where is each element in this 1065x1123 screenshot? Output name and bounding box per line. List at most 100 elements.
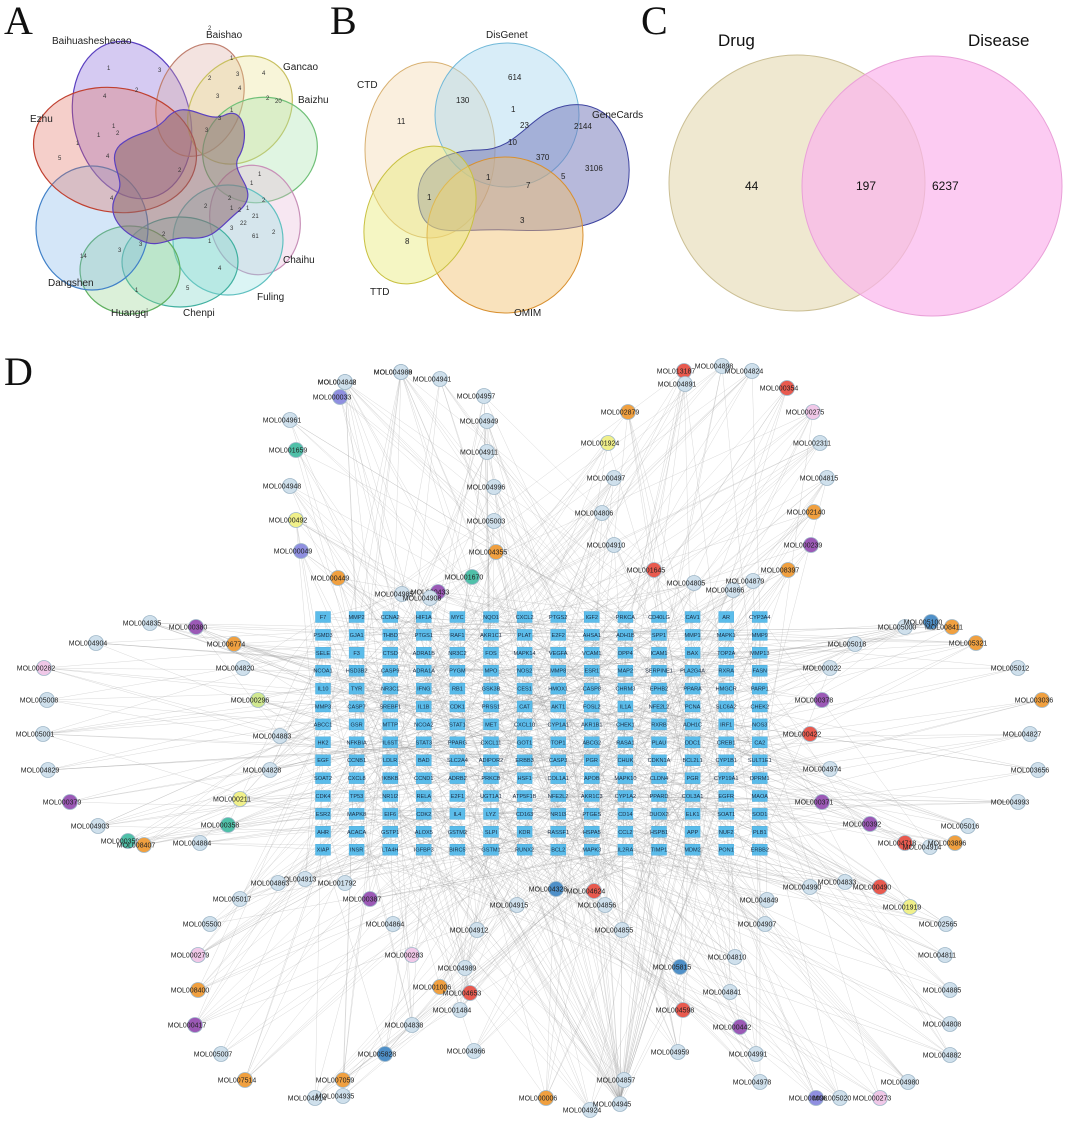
molecule-node-circle — [226, 636, 242, 652]
molecule-node-circle — [814, 692, 830, 708]
gene-node-box — [617, 700, 634, 713]
network-edge — [390, 849, 741, 1028]
network-edge — [390, 442, 609, 707]
gene-node-box — [718, 647, 734, 659]
gene-node-box — [483, 808, 499, 820]
network-edge — [199, 777, 693, 844]
network-edge — [344, 381, 391, 779]
gene-label: RAF1 — [450, 633, 464, 639]
gene-node: PCNA — [685, 700, 701, 713]
gene-node-box — [382, 665, 398, 677]
gene-label: IGF2 — [586, 615, 598, 621]
network-edge — [242, 667, 492, 725]
network-edge — [621, 670, 727, 931]
molecule-label: MOL005020 — [813, 1096, 852, 1103]
molecule-node: MOL004980 — [881, 1074, 919, 1090]
gene-node-box — [752, 700, 768, 713]
molecule-node: MOL004824 — [725, 363, 763, 379]
molecule-label: MOL002311 — [793, 441, 831, 448]
molecule-node-circle — [832, 1090, 848, 1106]
gene-node: INSR — [348, 844, 365, 856]
network-edge — [42, 706, 391, 735]
molecule-node-circle — [466, 1043, 482, 1059]
gene-node-box — [449, 700, 466, 713]
venn-b-count: 2144 — [574, 122, 592, 131]
network-edge — [558, 724, 621, 1101]
gene-label: PLAT — [518, 633, 532, 639]
venn-a-count: 2 — [178, 168, 182, 174]
gene-node-box — [718, 611, 734, 623]
network-edge — [439, 378, 626, 618]
network-edge — [490, 670, 969, 827]
gene-label: RXRA — [718, 669, 734, 675]
molecule-node-circle — [594, 505, 610, 521]
molecule-label: MOL004991 — [729, 1052, 768, 1059]
gene-label: PRKCB — [481, 776, 501, 782]
molecule-node: MOL005017 — [213, 891, 251, 907]
gene-node-box — [617, 647, 634, 659]
molecule-label: MOL004910 — [587, 543, 626, 550]
molecule-node-circle — [486, 513, 502, 529]
venn-a-count: 2 — [135, 88, 139, 94]
gene-label: GSTP1 — [381, 830, 399, 836]
network-edge — [726, 688, 811, 888]
molecule-label: MOL005001 — [16, 732, 55, 739]
gene-label: CXCL8 — [348, 776, 366, 782]
gene-node-box — [416, 700, 432, 713]
gene-label: DPP4 — [618, 651, 633, 657]
network-edge — [279, 616, 391, 737]
molecule-label: MOL004848 — [318, 380, 357, 387]
gene-node: PLAT — [516, 629, 533, 641]
gene-node-box — [315, 682, 331, 695]
molecule-node: MOL005020 — [813, 1090, 852, 1106]
gene-label: RELA — [416, 794, 431, 800]
gene-label: ABCC1 — [314, 722, 333, 728]
gene-node-box — [550, 790, 566, 802]
network-edge — [390, 777, 684, 1011]
molecule-node-circle — [812, 435, 828, 451]
gene-node: CA2 — [752, 736, 768, 748]
molecule-node: MOL004913 — [278, 871, 316, 887]
gene-node: MAPK8 — [347, 808, 366, 820]
molecule-node: MOL000379 — [43, 794, 81, 810]
gene-node: PLAU — [651, 736, 667, 748]
network-edge — [459, 634, 760, 1011]
gene-label: ATP5F1B — [513, 794, 537, 800]
gene-node: UGT1A1 — [480, 790, 502, 802]
network-edge — [558, 512, 603, 671]
network-edge — [356, 365, 723, 636]
network-edge — [411, 849, 592, 1026]
gene-node-box — [416, 826, 432, 838]
gene-label: NCOA1 — [313, 669, 332, 675]
gene-node: SOD1 — [752, 808, 768, 820]
network-edge — [342, 688, 391, 1081]
molecule-node-circle — [732, 1019, 748, 1035]
network-edge — [759, 411, 814, 797]
network-edge — [457, 616, 1019, 669]
gene-node: CCNB1 — [347, 754, 366, 766]
gene-node-box — [315, 718, 331, 731]
network-edge — [220, 742, 357, 1055]
network-edge — [244, 795, 559, 1081]
molecule-node: MOL000006 — [519, 1090, 557, 1106]
molecule-node: MOL004855 — [595, 922, 633, 938]
molecule-node: MOL004996 — [467, 479, 505, 495]
gene-node: SLC6A2 — [716, 700, 737, 713]
gene-node: PTGS1 — [415, 629, 433, 641]
molecule-node: MOL005321 — [949, 635, 987, 651]
gene-node: IRF1 — [718, 718, 734, 731]
molecule-node-circle — [90, 818, 106, 834]
network-edge — [490, 849, 846, 883]
network-edge — [344, 381, 760, 671]
gene-node: THBD — [382, 629, 398, 641]
molecule-node: MOL004957 — [457, 388, 495, 404]
gene-node-box — [550, 700, 566, 713]
molecule-label: MOL000296 — [231, 698, 270, 705]
network-edge — [95, 642, 727, 689]
molecule-node: MOL000239 — [784, 537, 822, 553]
gene-node-box — [718, 718, 734, 731]
gene-label: EGF — [317, 758, 329, 764]
gene-node-box — [752, 826, 768, 838]
molecule-node-circle — [190, 982, 206, 998]
gene-label: MMP3 — [315, 705, 331, 711]
